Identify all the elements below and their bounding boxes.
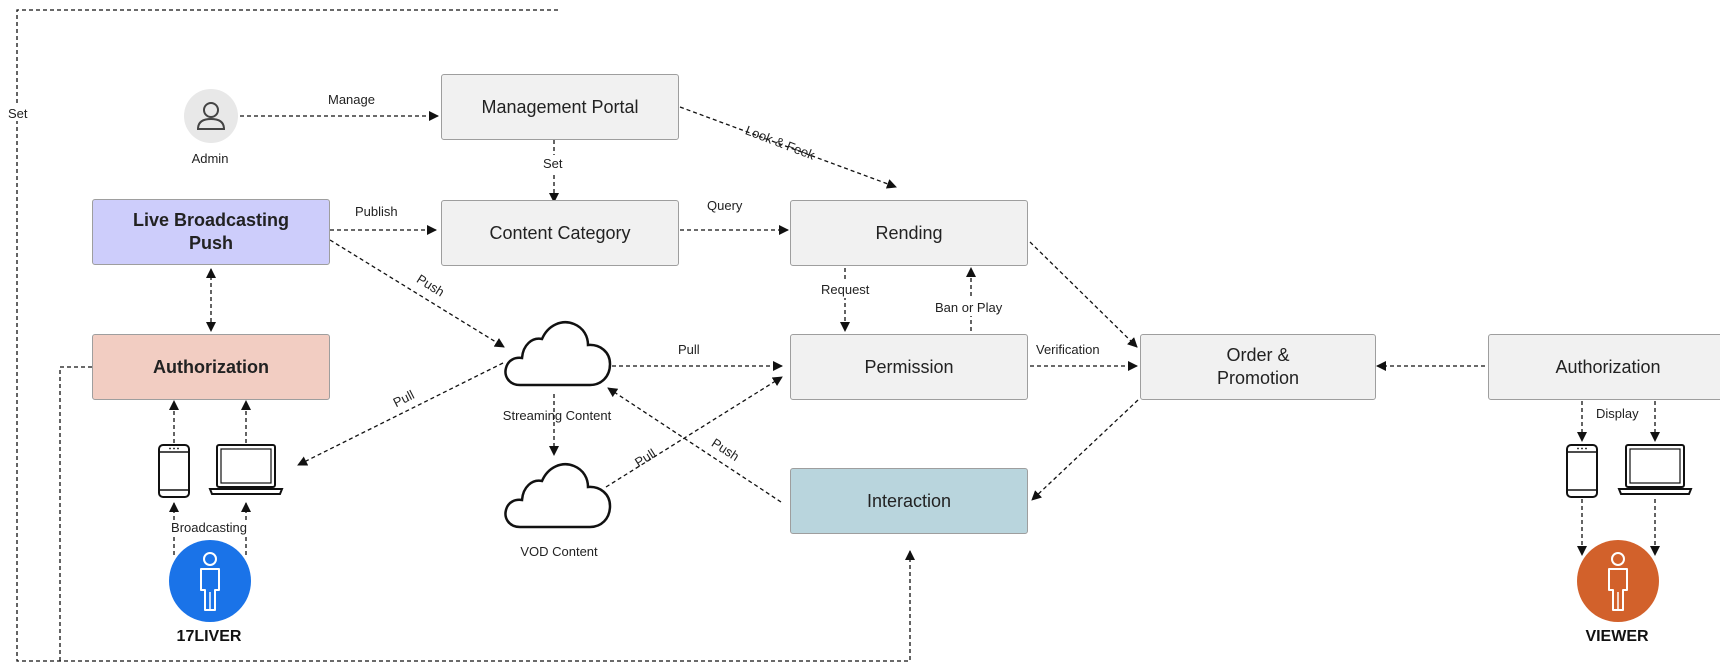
- interaction-box: Interaction: [790, 468, 1028, 534]
- vod-cloud-icon: [504, 463, 612, 529]
- viewer-label: VIEWER: [1585, 628, 1649, 645]
- liver-avatar: [169, 540, 251, 622]
- liver-label: 17LIVER: [176, 628, 242, 645]
- display-label: Display: [1596, 406, 1639, 421]
- liver-smartphone-icon: [158, 444, 190, 498]
- management-portal-box: Management Portal: [441, 74, 679, 140]
- edge-look-feek: [679, 106, 897, 189]
- edge-label-manage: Manage: [328, 92, 375, 107]
- viewer-avatar: [1577, 540, 1659, 622]
- person-icon: [200, 552, 220, 611]
- authorization-right-box: Authorization: [1488, 334, 1720, 400]
- live-broadcasting-push-box: Live Broadcasting Push: [92, 199, 330, 265]
- edge-authorization-bottom: [59, 366, 92, 661]
- edge-push-broadcast: [329, 239, 505, 348]
- edge-label-pull-permission: Pull: [678, 342, 700, 357]
- viewer-smartphone-icon: [1566, 444, 1598, 498]
- admin-avatar: [184, 89, 238, 143]
- edge-outer-set-loop: [16, 9, 915, 662]
- authorization-left-box: Authorization: [92, 334, 330, 400]
- streaming-cloud-icon: [504, 321, 612, 387]
- person-icon: [1608, 552, 1628, 611]
- edge-label-ban-or-play: Ban or Play: [933, 299, 1005, 316]
- edge-label-set-outer: Set: [8, 106, 28, 121]
- rending-box: Rending: [790, 200, 1028, 266]
- edge-label-set-portal: Set: [542, 155, 564, 172]
- edge-rending-order: [1029, 241, 1138, 348]
- edge-label-request: Request: [819, 281, 872, 298]
- edge-pull-laptop: [297, 362, 504, 466]
- liver-laptop-icon: [208, 444, 284, 495]
- broadcasting-label: Broadcasting: [169, 520, 249, 535]
- permission-box: Permission: [790, 334, 1028, 400]
- edge-order-interaction: [1031, 399, 1139, 501]
- vod-content-label: VOD Content: [520, 544, 598, 559]
- admin-label: Admin: [191, 151, 229, 166]
- streaming-content-label: Streaming Content: [502, 408, 612, 423]
- edge-label-publish: Publish: [355, 204, 398, 219]
- person-icon: [196, 102, 226, 130]
- content-category-box: Content Category: [441, 200, 679, 266]
- edge-label-query: Query: [707, 198, 743, 213]
- edge-pull-vod: [605, 376, 783, 488]
- order-promotion-box: Order & Promotion: [1140, 334, 1376, 400]
- edge-label-verification: Verification: [1036, 342, 1100, 357]
- edge-push-interaction: [607, 387, 782, 503]
- viewer-laptop-icon: [1617, 444, 1693, 495]
